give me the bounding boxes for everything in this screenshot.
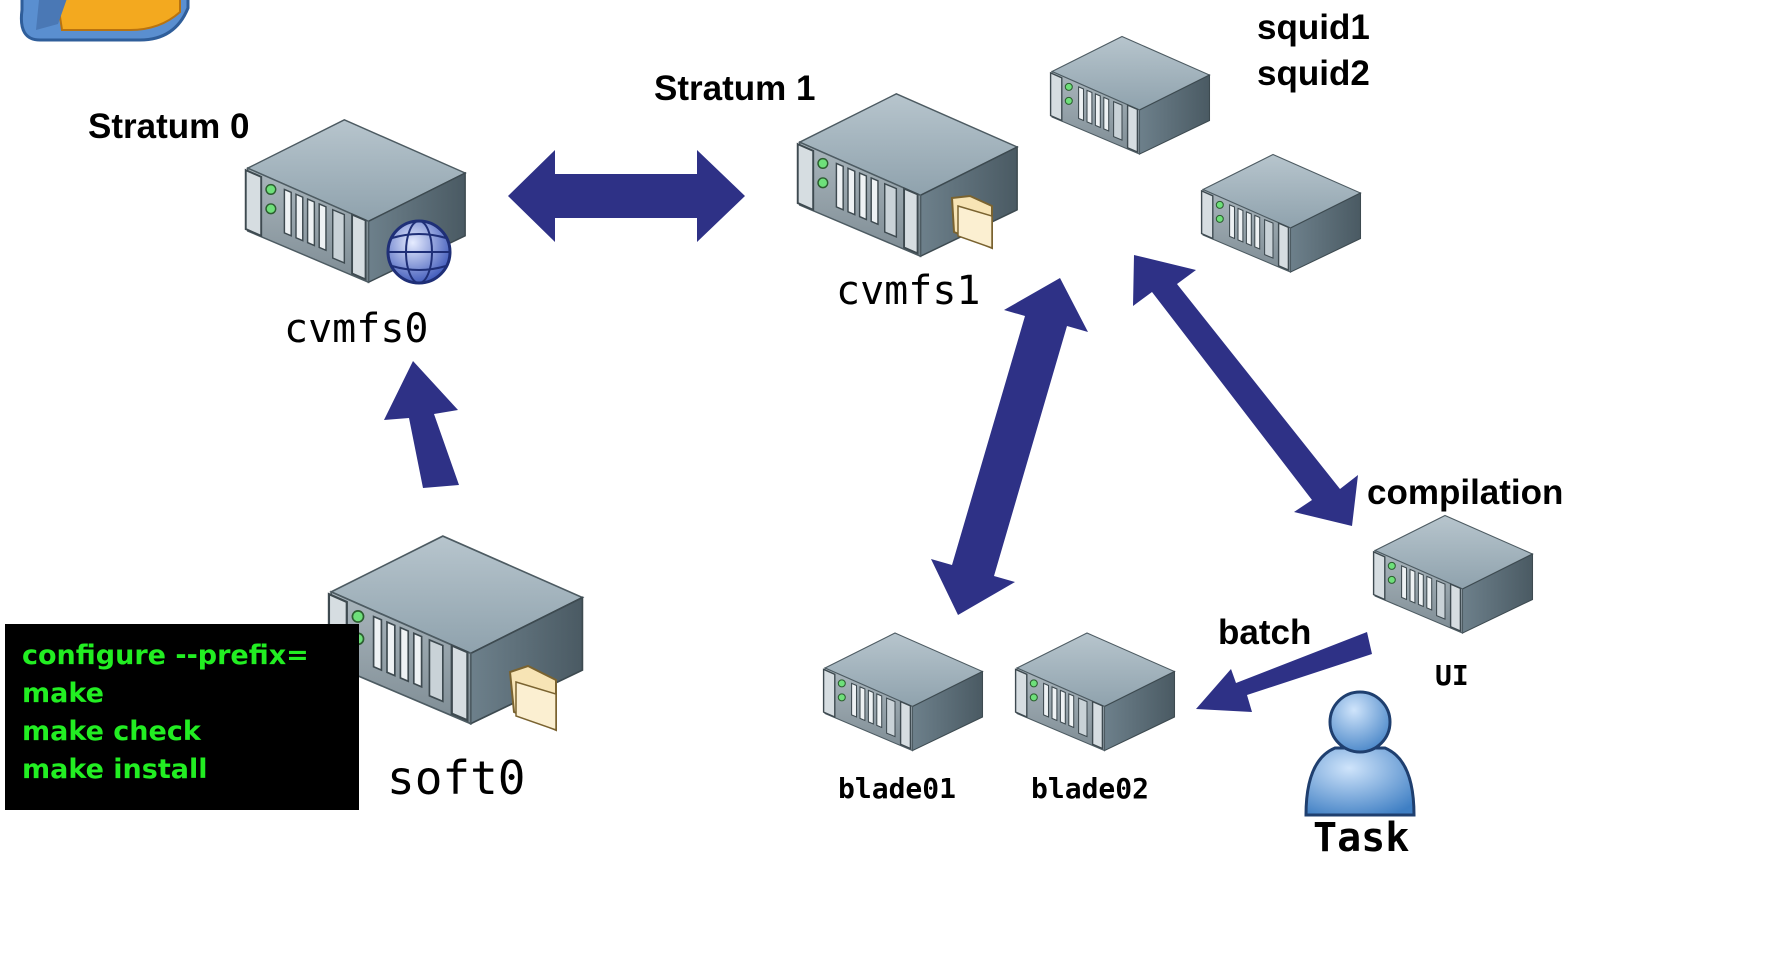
squid2-server-icon xyxy=(1200,153,1362,273)
terminal-line: make install xyxy=(22,754,208,785)
stratum0-label: Stratum 0 xyxy=(88,107,250,146)
terminal-line: make check xyxy=(22,716,201,747)
terminal-box: configure --prefix= make make check make… xyxy=(5,624,359,810)
double-arrow-stratum0-stratum1 xyxy=(508,150,745,242)
double-arrow-stratum1-ui xyxy=(1133,255,1358,526)
squid2-label: squid2 xyxy=(1257,54,1370,93)
blade02-server-icon xyxy=(1014,632,1176,752)
stratum1-label: Stratum 1 xyxy=(654,69,816,108)
blade02-label: blade02 xyxy=(1031,772,1150,805)
soft0-label: soft0 xyxy=(387,751,526,805)
ui-label: UI xyxy=(1435,659,1469,692)
blade01-label: blade01 xyxy=(838,772,957,805)
ui-server-icon xyxy=(1372,514,1534,634)
blade01-server-icon xyxy=(822,632,984,752)
folder-icon xyxy=(508,664,557,732)
arrow-ui-to-blade02 xyxy=(1196,632,1372,712)
terminal-line: make xyxy=(22,678,104,709)
arrow-soft0-to-cvmfs0 xyxy=(384,361,459,488)
task-label: Task xyxy=(1313,815,1410,861)
squid1-label: squid1 xyxy=(1257,8,1370,47)
user-icon xyxy=(1304,690,1416,817)
compilation-label: compilation xyxy=(1367,473,1564,512)
cvmfs0-label: cvmfs0 xyxy=(284,306,429,352)
terminal-line: configure --prefix= xyxy=(22,640,309,671)
batch-label: batch xyxy=(1218,613,1312,652)
globe-icon xyxy=(386,219,452,285)
app-logo-icon xyxy=(19,0,190,42)
squid1-server-icon xyxy=(1049,35,1211,155)
double-arrow-stratum1-blade01 xyxy=(931,278,1088,615)
cvmfs1-label: cvmfs1 xyxy=(836,268,981,314)
folder-icon xyxy=(950,194,993,250)
